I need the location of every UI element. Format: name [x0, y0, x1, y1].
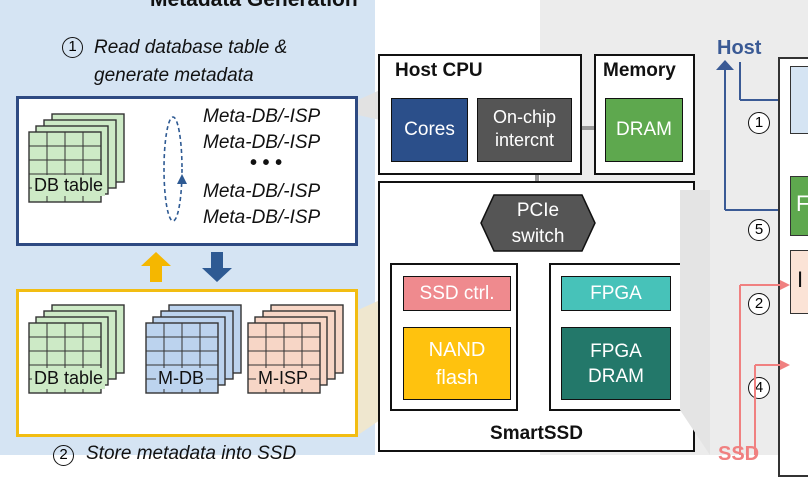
pcie-switch-hexagon [480, 194, 596, 252]
meta-line-3: Meta-DB/-ISP [203, 181, 321, 202]
right-step-4: 4 [754, 379, 764, 396]
fpga-label: FPGA [590, 282, 642, 304]
fpga-dram-line1: FPGA [590, 341, 642, 362]
step1-caption-line1: Read database table & [94, 37, 288, 58]
step1-caption-line2: generate metadata [94, 65, 254, 86]
loop-arrow-icon [163, 116, 187, 222]
pcie-line2: switch [511, 226, 565, 247]
cores-label: Cores [404, 119, 455, 140]
right-edge-i-letter: I [797, 267, 804, 292]
ssd-ctrl-label: SSD ctrl. [419, 282, 495, 304]
meta-ellipsis: • • • [250, 152, 283, 174]
step2-number-circle: 2 [53, 445, 74, 466]
m-db-label: M-DB [156, 368, 206, 389]
zoom-connector [358, 90, 380, 435]
fpga-block: FPGA [561, 276, 671, 311]
nand-line2: flash [435, 367, 479, 389]
right-step-2: 2 [754, 295, 764, 312]
right-step-1: 1 [754, 114, 764, 131]
right-step-5: 5 [754, 221, 764, 238]
memory-title: Memory [603, 60, 676, 81]
interconnect-line1: On-chip [492, 107, 557, 127]
section-title: Metadata Generation [150, 0, 358, 12]
down-arrow-icon [202, 252, 232, 282]
smartssd-title: SmartSSD [490, 423, 583, 444]
right-step-5-circle: 5 [748, 219, 770, 241]
step2-caption: Store metadata into SSD [86, 443, 297, 464]
db-table-label-top: DB table [32, 175, 106, 196]
interconnect-line2: intercnt [494, 130, 555, 150]
m-isp-label: M-ISP [256, 368, 311, 389]
db-table-label-bottom: DB table [32, 368, 106, 389]
right-panel-connector [680, 190, 710, 455]
nand-flash-block: NAND flash [403, 327, 511, 400]
pcie-line1: PCIe [516, 200, 560, 221]
dram-block: DRAM [605, 98, 683, 162]
right-edge-i-block: I [790, 250, 808, 314]
fpga-dram-block: FPGA DRAM [561, 327, 671, 400]
right-step-2-circle: 2 [748, 293, 770, 315]
right-edge-f-letter: F [796, 191, 808, 216]
meta-line-2: Meta-DB/-ISP [203, 132, 321, 153]
meta-line-4: Meta-DB/-ISP [203, 207, 321, 228]
right-edge-top-block [790, 66, 808, 134]
host-label: Host [717, 37, 762, 59]
ssd-ctrl-block: SSD ctrl. [403, 276, 511, 311]
ssd-arrows [739, 280, 790, 455]
dram-label: DRAM [616, 119, 672, 140]
step1-number: 1 [68, 38, 77, 55]
on-chip-interconnect-block: On-chip intercnt [477, 98, 572, 162]
step1-number-circle: 1 [62, 37, 83, 58]
right-step-4-circle: 4 [748, 377, 770, 399]
cores-block: Cores [391, 98, 468, 162]
fpga-dram-line2: DRAM [588, 366, 644, 387]
nand-line1: NAND [428, 339, 486, 361]
host-cpu-title: Host CPU [395, 60, 483, 81]
right-step-1-circle: 1 [748, 112, 770, 134]
right-edge-f-block: F [790, 176, 808, 236]
up-arrow-icon [141, 252, 171, 282]
meta-line-1: Meta-DB/-ISP [203, 106, 321, 127]
